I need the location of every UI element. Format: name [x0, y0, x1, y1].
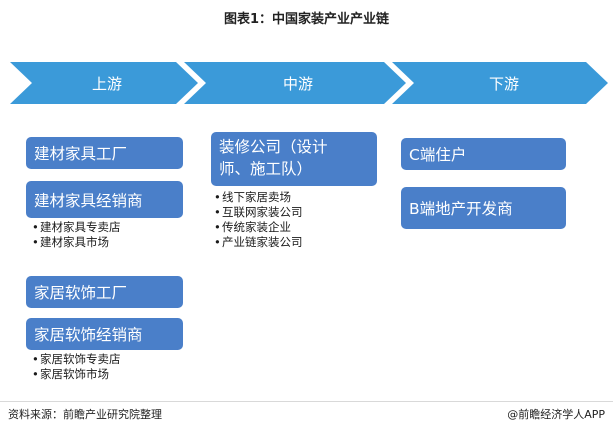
stage-label-midstream: 中游	[282, 75, 313, 93]
box-building-factory: 建材家具工厂	[26, 137, 183, 169]
stage-chevron-midstream	[184, 62, 406, 104]
list-item: •家居软饰市场	[32, 367, 109, 381]
bullet-icon: •	[214, 220, 221, 234]
footer-divider	[0, 401, 613, 402]
list-item: •线下家居卖场	[214, 190, 291, 204]
bullet-icon: •	[32, 220, 39, 234]
stage-label-upstream: 上游	[91, 75, 122, 93]
box-building-dealer: 建材家具经销商	[26, 181, 183, 218]
stage-chevron-downstream	[392, 62, 608, 104]
box-decoration-company: 装修公司（设计 师、施工队）	[211, 132, 377, 186]
brand-credit: @前瞻经济学人APP	[507, 408, 605, 421]
stage-label-downstream: 下游	[488, 75, 519, 93]
list-item: •产业链家装公司	[214, 235, 303, 249]
box-c-end-households: C端住户	[401, 138, 566, 170]
source-note: 资料来源：前瞻产业研究院整理	[8, 408, 162, 421]
bullet-icon: •	[32, 235, 39, 249]
list-item: •互联网家装公司	[214, 205, 303, 219]
stage-chevron-upstream	[10, 62, 198, 104]
list-item: •家居软饰专卖店	[32, 352, 121, 366]
stage-chevrons	[10, 62, 608, 104]
box-b-end-developers: B端地产开发商	[401, 187, 566, 229]
bullet-icon: •	[214, 190, 221, 204]
box-decoration-line1: 装修公司（设计	[219, 138, 328, 156]
bullet-icon: •	[32, 352, 39, 366]
box-soft-dealer: 家居软饰经销商	[26, 318, 183, 350]
list-item: •建材家具专卖店	[32, 220, 121, 234]
bullet-icon: •	[32, 367, 39, 381]
bullet-icon: •	[214, 205, 221, 219]
box-decoration-line2: 师、施工队）	[219, 160, 313, 178]
building-dealer-list: •建材家具专卖店 •建材家具市场	[32, 220, 121, 250]
decoration-company-list: •线下家居卖场 •互联网家装公司 •传统家装企业 •产业链家装公司	[214, 190, 303, 250]
list-item: •建材家具市场	[32, 235, 109, 249]
list-item: •传统家装企业	[214, 220, 291, 234]
bullet-icon: •	[214, 235, 221, 249]
box-soft-factory: 家居软饰工厂	[26, 276, 183, 308]
chart-title: 图表1：中国家装产业产业链	[223, 12, 390, 27]
soft-dealer-list: •家居软饰专卖店 •家居软饰市场	[32, 352, 121, 382]
